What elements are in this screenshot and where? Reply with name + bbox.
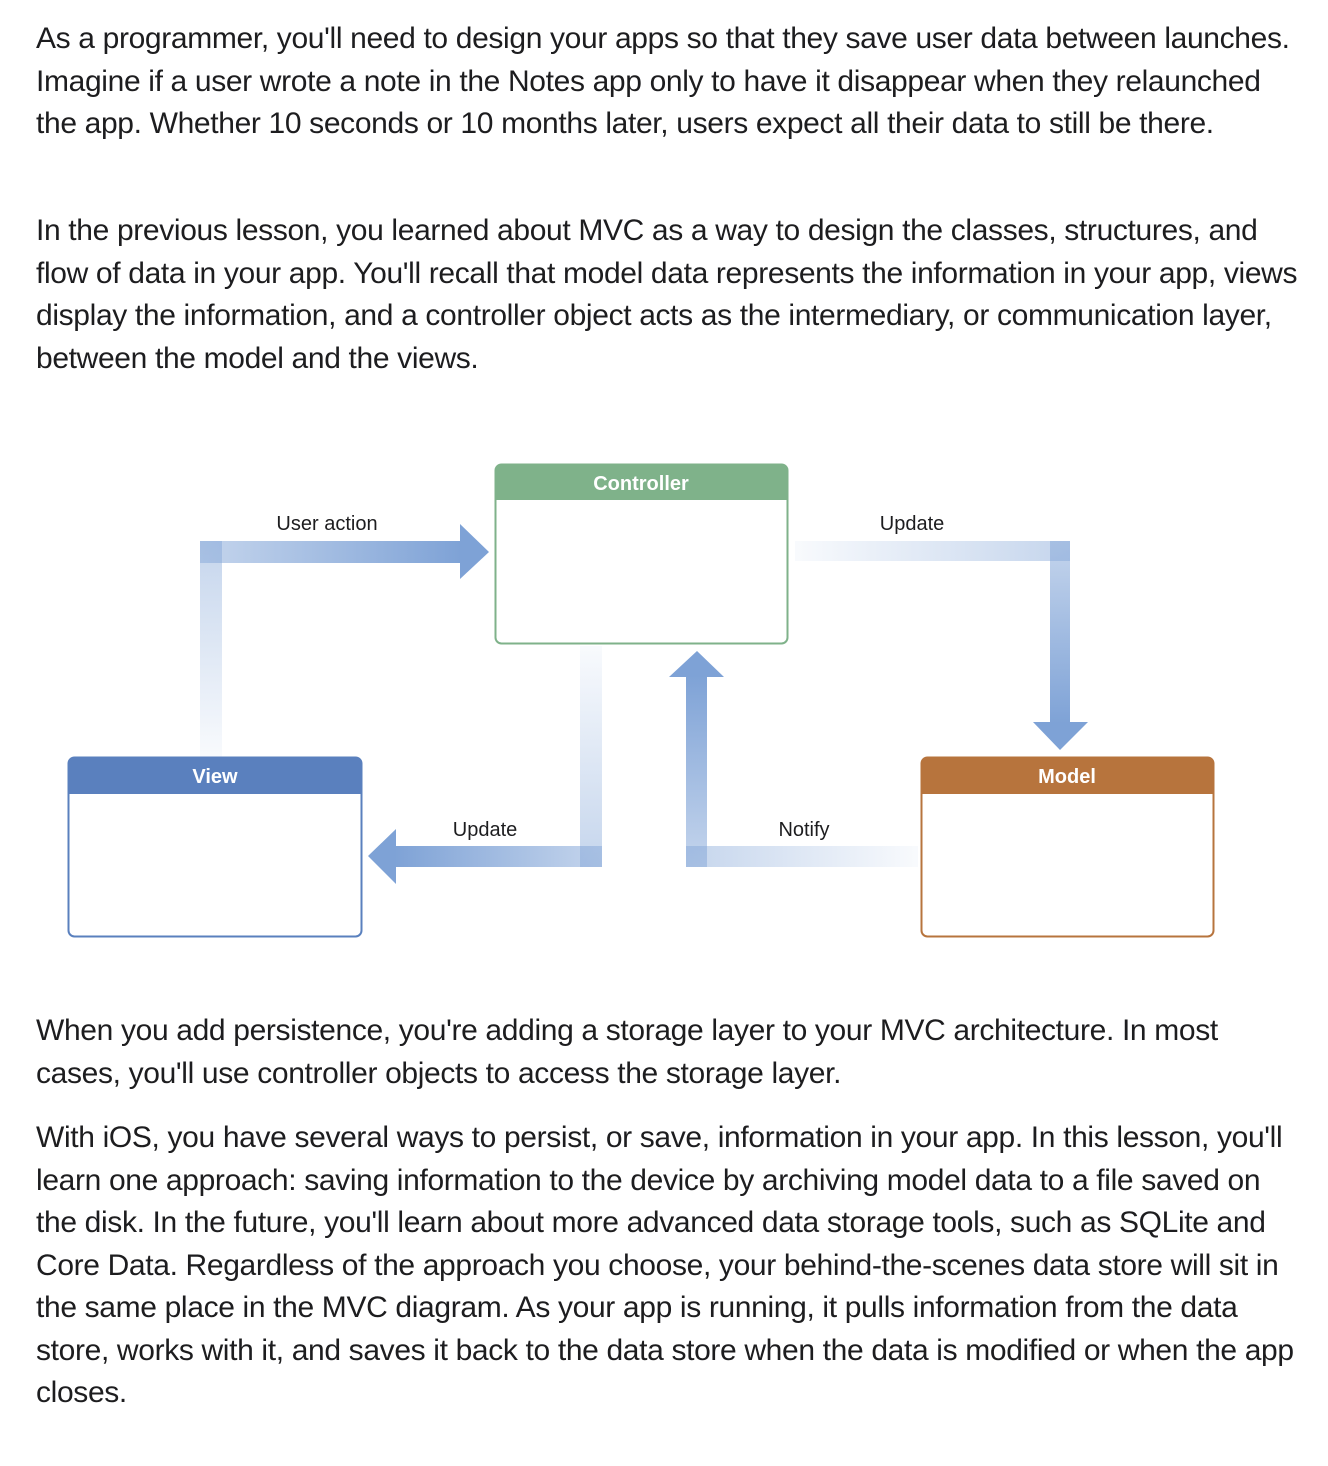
controller-title: Controller bbox=[593, 473, 689, 495]
update-view-label: Update bbox=[453, 819, 518, 841]
update-model-arrow bbox=[795, 541, 1088, 750]
model-title: Model bbox=[1038, 766, 1096, 788]
user-action-label: User action bbox=[276, 513, 377, 535]
controller-box: Controller bbox=[494, 463, 789, 645]
view-title: View bbox=[192, 766, 238, 788]
view-box: View bbox=[67, 756, 363, 938]
update-model-label: Update bbox=[880, 513, 945, 535]
intro-paragraph: As a programmer, you'll need to design y… bbox=[36, 22, 1290, 140]
notify-arrow bbox=[669, 651, 918, 867]
mvc-recap-paragraph: In the previous lesson, you learned abou… bbox=[36, 214, 1298, 375]
update-view-arrow bbox=[368, 646, 602, 884]
mvc-diagram: User action Update Update Notify Control… bbox=[67, 463, 1215, 938]
model-box: Model bbox=[920, 756, 1215, 938]
ios-storage-paragraph: With iOS, you have several ways to persi… bbox=[36, 1121, 1294, 1409]
persistence-paragraph: When you add persistence, you're adding … bbox=[36, 1014, 1218, 1090]
user-action-arrow bbox=[200, 524, 489, 757]
notify-label: Notify bbox=[778, 819, 829, 841]
